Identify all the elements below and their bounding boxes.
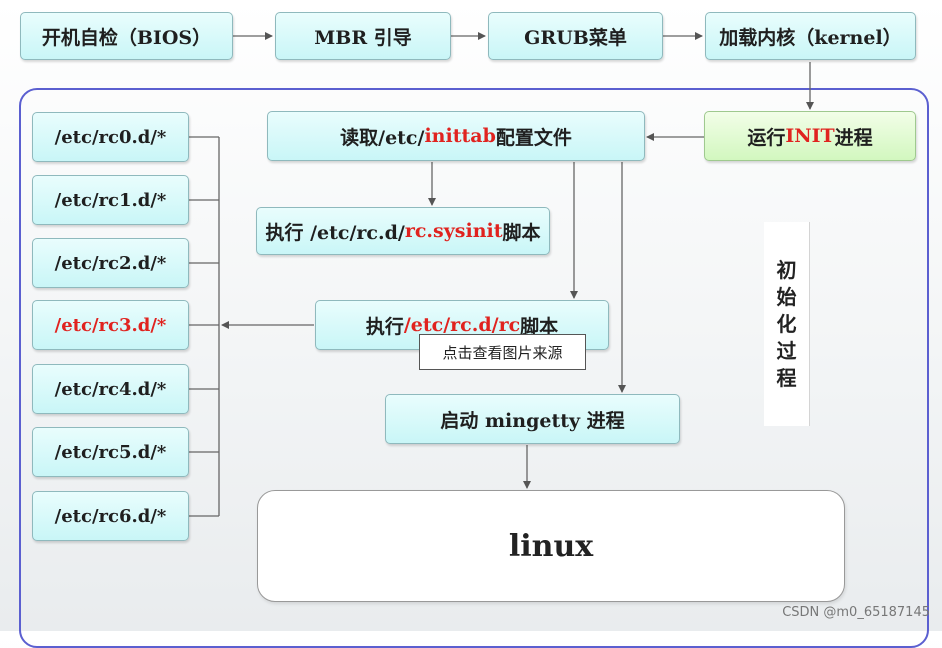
runlevel-rc0-label: /etc/rc0.d/* — [54, 126, 167, 148]
exec-rc-suffix: 脚本 — [520, 315, 559, 338]
grub-menu-box: GRUB菜单 — [488, 12, 663, 60]
start-mingetty-label: 启动 mingetty 进程 — [440, 409, 625, 432]
runlevel-rc1-label: /etc/rc1.d/* — [54, 189, 167, 211]
csdn-watermark: CSDN @m0_65187145 — [782, 605, 930, 620]
runlevel-rc1-box: /etc/rc1.d/* — [32, 175, 189, 225]
load-kernel-box: 加载内核（kernel） — [705, 12, 916, 60]
exec-sysinit-box: 执行 /etc/rc.d/rc.sysinit 脚本 — [256, 207, 550, 255]
run-init-suffix: 进程 — [834, 126, 873, 149]
run-init-box: 运行 INIT 进程 — [704, 111, 916, 161]
runlevel-rc4-box: /etc/rc4.d/* — [32, 364, 189, 414]
runlevel-rc0-box: /etc/rc0.d/* — [32, 112, 189, 162]
runlevel-rc2-label: /etc/rc2.d/* — [54, 252, 167, 274]
exec-rc-prefix: 执行 — [365, 315, 404, 338]
vertical-char-1: 初 — [776, 257, 797, 282]
tooltip-text: 点击查看图片来源 — [442, 343, 563, 362]
runlevel-rc4-label: /etc/rc4.d/* — [54, 378, 167, 400]
read-inittab-highlight: inittab — [424, 125, 496, 147]
runlevel-rc5-box: /etc/rc5.d/* — [32, 427, 189, 477]
bios-self-test-box: 开机自检（BIOS） — [20, 12, 233, 60]
bios-label: 开机自检（BIOS） — [41, 26, 212, 49]
linux-label: linux — [508, 528, 594, 564]
vertical-char-3: 化 — [776, 311, 797, 336]
mbr-label: MBR 引导 — [314, 26, 412, 49]
runlevel-rc3-label: /etc/rc3.d/* — [54, 314, 167, 336]
run-init-prefix: 运行 — [747, 126, 786, 149]
kernel-label: 加载内核（kernel） — [719, 26, 902, 49]
vertical-char-5: 程 — [776, 365, 797, 390]
exec-sysinit-highlight: rc.sysinit — [404, 220, 503, 242]
exec-sysinit-suffix: 脚本 — [502, 221, 541, 244]
grub-label: GRUB菜单 — [524, 26, 627, 49]
init-process-vertical-label: 初 始 化 过 程 — [764, 222, 810, 426]
flow-connectors — [189, 32, 814, 517]
exec-sysinit-prefix: 执行 /etc/rc.d/ — [265, 221, 405, 244]
runlevel-rc3-box: /etc/rc3.d/* — [32, 300, 189, 350]
image-source-tooltip[interactable]: 点击查看图片来源 — [419, 334, 586, 370]
runlevel-rc6-label: /etc/rc6.d/* — [54, 505, 167, 527]
linux-box: linux — [257, 490, 845, 602]
vertical-char-2: 始 — [776, 284, 797, 309]
mbr-boot-box: MBR 引导 — [275, 12, 451, 60]
runlevel-rc2-box: /etc/rc2.d/* — [32, 238, 189, 288]
exec-rc-highlight: /etc/rc.d/rc — [403, 314, 521, 336]
vertical-char-4: 过 — [776, 338, 797, 363]
start-mingetty-box: 启动 mingetty 进程 — [385, 394, 680, 444]
runlevel-rc6-box: /etc/rc6.d/* — [32, 491, 189, 541]
runlevel-rc5-label: /etc/rc5.d/* — [54, 441, 167, 463]
run-init-highlight: INIT — [785, 125, 835, 147]
read-inittab-suffix: 配置文件 — [495, 126, 572, 149]
read-inittab-prefix: 读取/etc/ — [340, 126, 425, 149]
